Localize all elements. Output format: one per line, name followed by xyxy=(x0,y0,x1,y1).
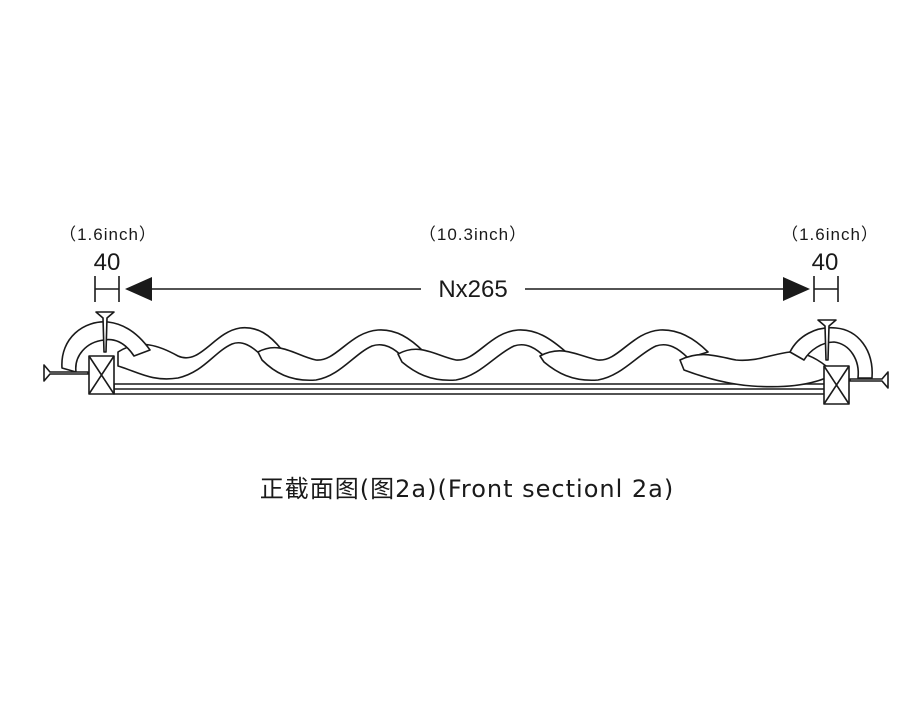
figure-caption: 正截面图(图2a)(Front sectionl 2a) xyxy=(260,475,674,503)
span-dimension-arrow xyxy=(125,277,810,301)
right-vertical-nail xyxy=(817,319,837,361)
right-arrowhead xyxy=(783,277,810,301)
center-inch-label: （10.3inch） xyxy=(419,225,527,244)
span-label: Nx265 xyxy=(438,276,507,303)
corrugated-tiles xyxy=(117,326,827,388)
left-end-fixing xyxy=(43,311,151,395)
left-horizontal-nail xyxy=(43,364,89,382)
left-arrowhead xyxy=(125,277,152,301)
left-inch-label: （1.6inch） xyxy=(59,225,157,244)
right-inch-label: （1.6inch） xyxy=(781,225,879,244)
left-folded-ridge xyxy=(61,321,151,373)
left-vertical-nail xyxy=(95,311,115,353)
right-horizontal-nail xyxy=(849,371,889,389)
right-dimension-value: 40 xyxy=(812,249,839,276)
right-end-fixing xyxy=(789,319,889,405)
right-folded-ridge xyxy=(789,327,873,379)
left-dimension-value: 40 xyxy=(94,249,121,276)
left-h-dimension xyxy=(94,276,120,302)
right-h-dimension xyxy=(813,276,839,302)
base-batten xyxy=(113,383,827,395)
tile-4 xyxy=(539,329,709,382)
tile-5 xyxy=(679,351,827,388)
